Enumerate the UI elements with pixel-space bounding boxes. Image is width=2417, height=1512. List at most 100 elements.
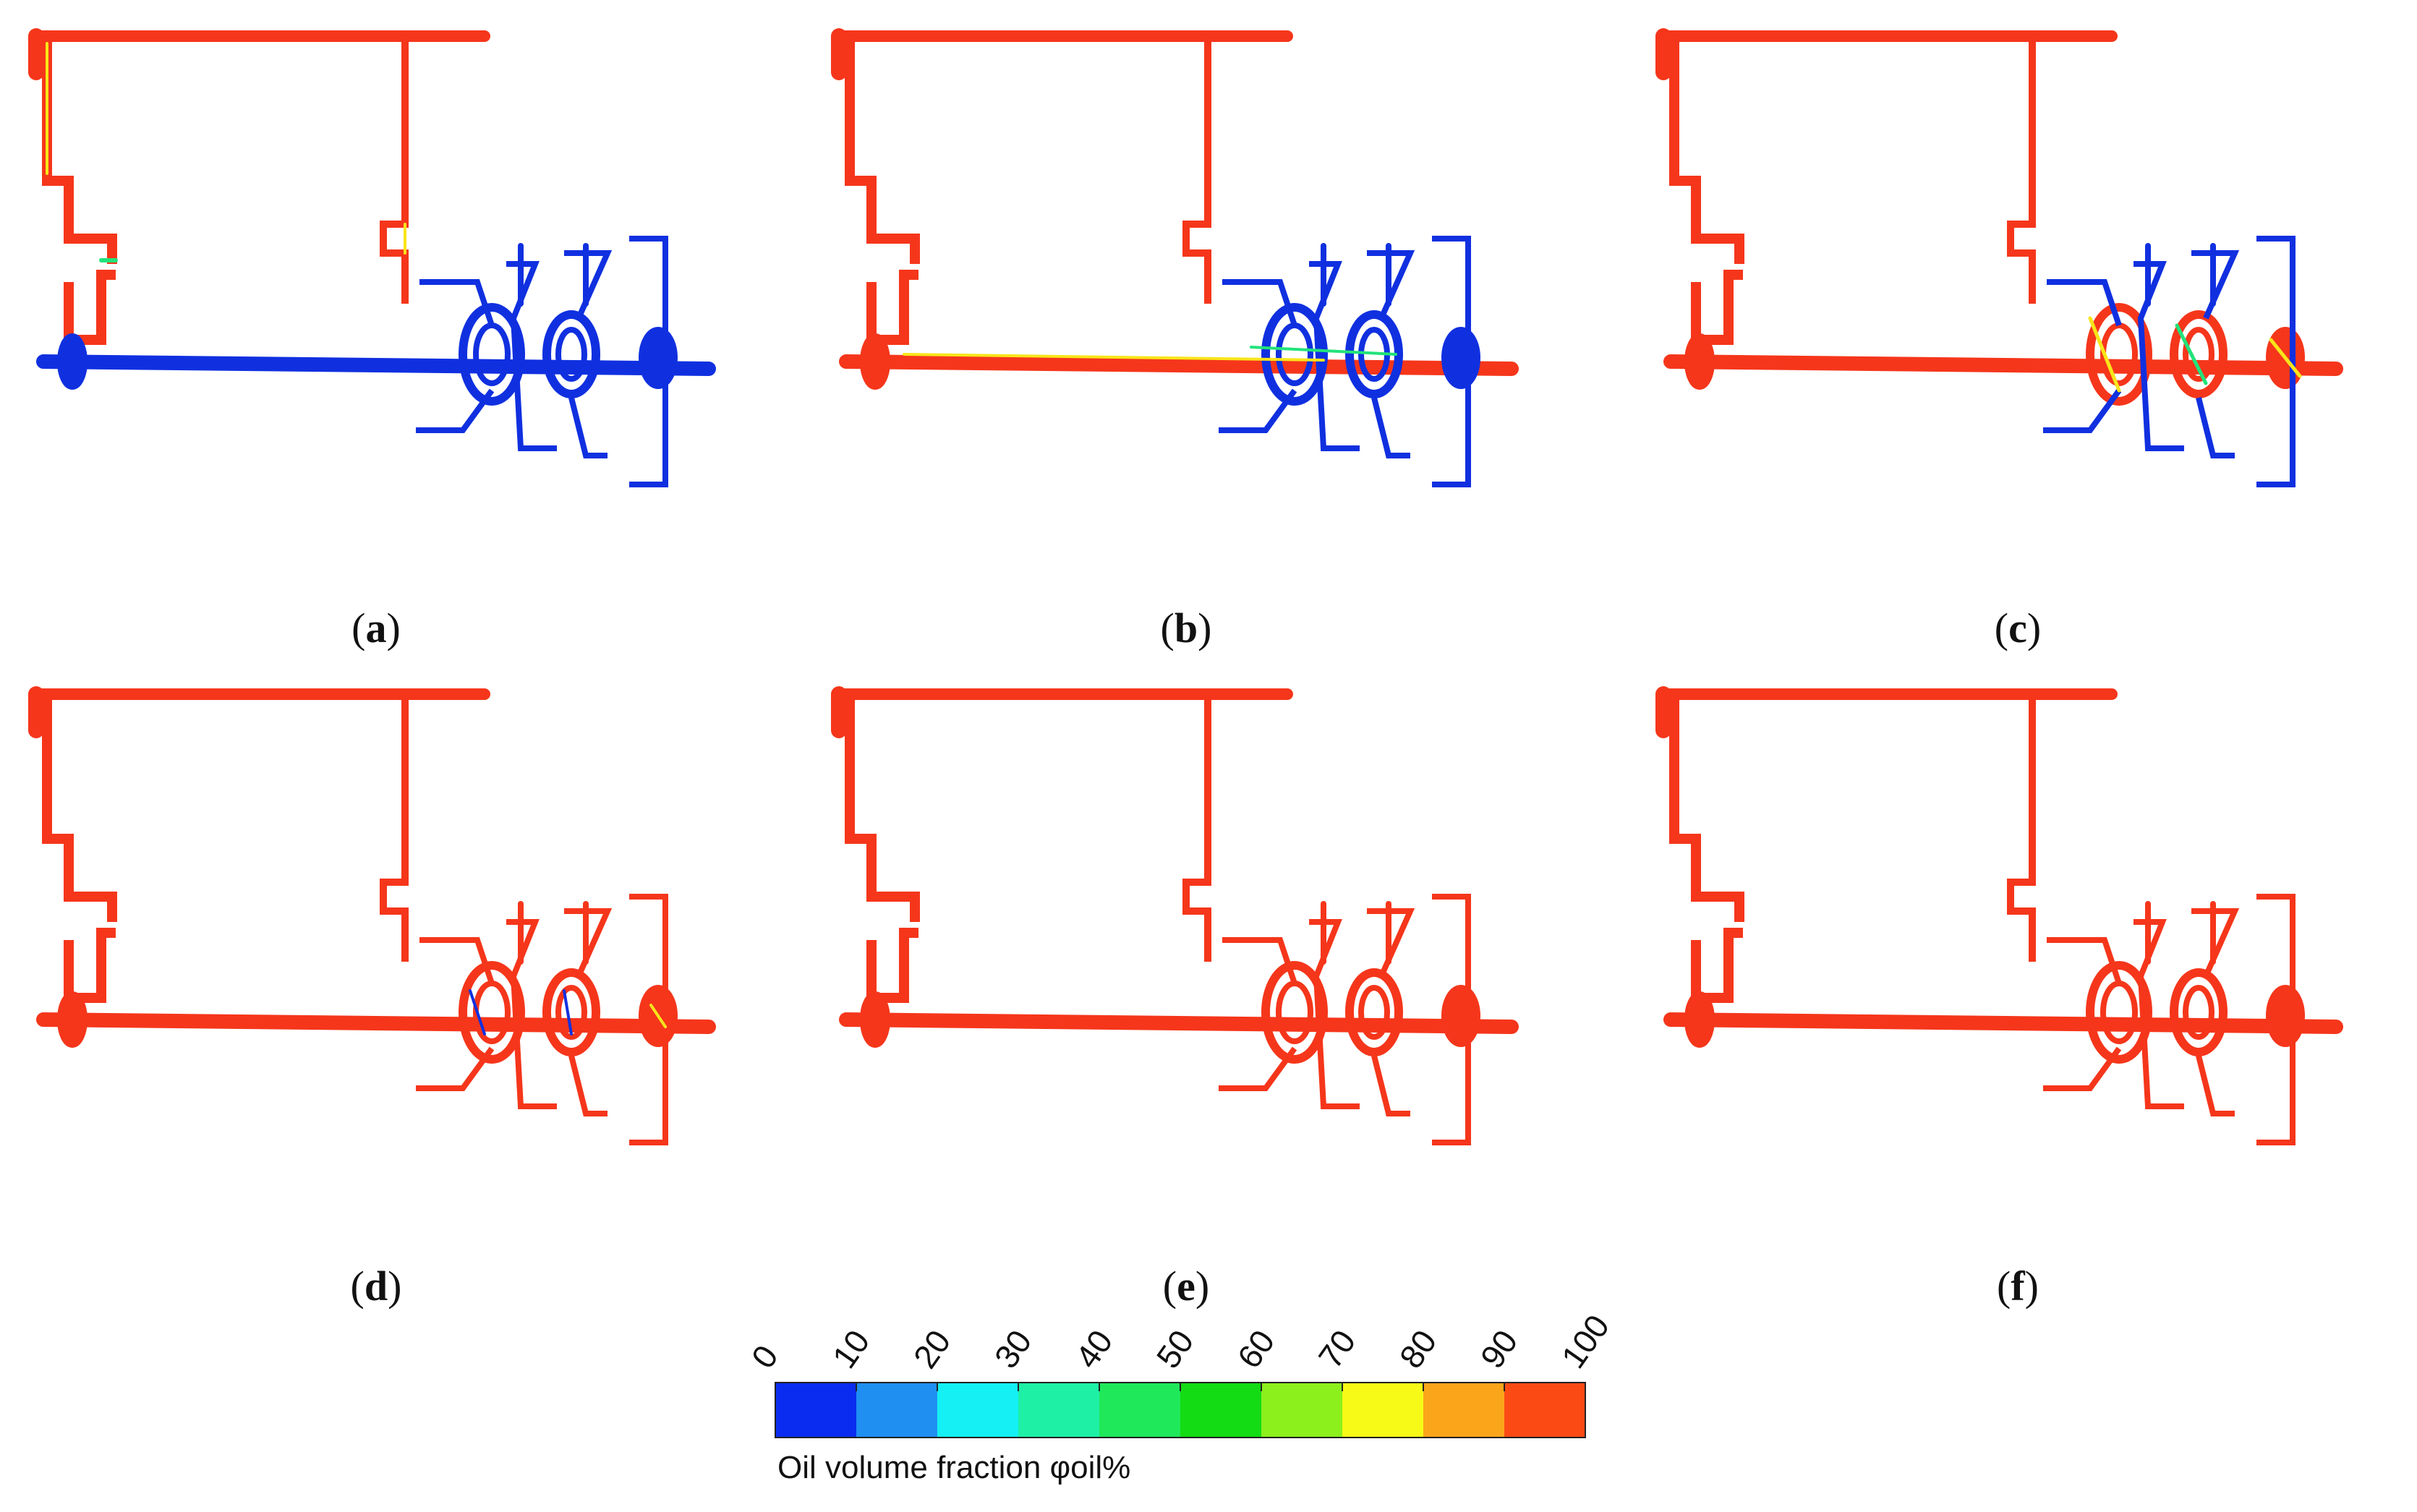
- mix-streak: [563, 989, 573, 1035]
- bearing-1-inner: [1276, 981, 1313, 1044]
- bracket-lower-1: [416, 388, 495, 433]
- bracket-end: [629, 236, 668, 487]
- mix-streak: [1250, 346, 1397, 356]
- bearing-2-inner: [2183, 985, 2214, 1040]
- panel-a: [14, 14, 810, 535]
- right-branch-pipe: [2007, 36, 2036, 304]
- caption-d: (d): [350, 1263, 402, 1310]
- mix-streak: [2269, 338, 2302, 378]
- end-flange: [639, 327, 678, 389]
- mix-streak: [2175, 323, 2208, 385]
- mix-streak: [903, 353, 1325, 362]
- left-branch-pipe: [845, 36, 920, 264]
- mix-streak: [649, 1004, 667, 1028]
- end-flange: [2266, 985, 2305, 1047]
- bracket-end: [2256, 236, 2295, 487]
- colorbar-swatch: [775, 1383, 856, 1438]
- bracket-upper-1: [2047, 279, 2122, 327]
- bearing-1-inner: [1276, 323, 1313, 386]
- left-flange: [860, 333, 890, 390]
- colorbar-tick-label: 90: [1472, 1323, 1525, 1375]
- bracket-lower-3: [568, 1055, 608, 1116]
- bracket-lower-3: [2196, 1055, 2235, 1116]
- panel-f: [1642, 672, 2417, 1193]
- colorbar-swatch: [1342, 1383, 1423, 1438]
- bearing-1-inner: [2100, 323, 2138, 386]
- colorbar-swatch: [1261, 1383, 1342, 1438]
- colorbar-tick-label: 0: [743, 1338, 785, 1375]
- bracket-2: [506, 261, 557, 451]
- bearing-1: [1261, 961, 1328, 1064]
- left-flange: [1684, 333, 1715, 390]
- main-shaft: [36, 354, 716, 376]
- bearing-1-inner: [473, 981, 511, 1044]
- bracket-end: [2256, 894, 2295, 1145]
- bracket-2: [1309, 919, 1360, 1109]
- left-branch-pipe: [845, 694, 920, 922]
- right-branch-pipe: [380, 694, 409, 962]
- left-branch-pipe: [42, 36, 117, 264]
- mix-streak: [2088, 316, 2121, 393]
- colorbar-swatch: [1099, 1383, 1180, 1438]
- bearing-1: [459, 961, 525, 1064]
- caption-a: (a): [351, 605, 401, 652]
- panel-c-diagram: [1655, 28, 2343, 487]
- left-lower-pipe: [866, 270, 918, 345]
- colorbar-swatch: [1018, 1383, 1099, 1438]
- panel-b: [817, 14, 1613, 535]
- bracket-end: [1432, 894, 1471, 1145]
- bearing-2: [1345, 968, 1403, 1056]
- bracket-end: [629, 894, 668, 1145]
- left-flange: [1684, 991, 1715, 1048]
- bracket-upper-1: [1222, 937, 1297, 985]
- panel-e-diagram: [831, 686, 1519, 1145]
- bearing-2-inner: [555, 327, 587, 382]
- bracket-lower-3: [1371, 397, 1410, 458]
- bearing-2: [542, 310, 600, 398]
- left-flange: [860, 991, 890, 1048]
- bracket-lower-1: [2043, 1046, 2122, 1091]
- colorbar-tick-label: 60: [1229, 1323, 1282, 1375]
- panel-d: [14, 672, 810, 1193]
- bearing-2-inner: [555, 985, 587, 1040]
- panel-b-diagram: [831, 28, 1519, 487]
- caption-e: (e): [1162, 1263, 1210, 1310]
- left-branch-pipe: [1669, 694, 1744, 922]
- colorbar-tick-label: 20: [905, 1323, 958, 1375]
- bearing-1: [2086, 961, 2152, 1064]
- colorbar-tick-label: 80: [1391, 1323, 1444, 1375]
- left-lower-pipe: [1691, 270, 1743, 345]
- bracket-2: [2133, 261, 2184, 451]
- bracket-upper-1: [419, 937, 495, 985]
- left-flange: [57, 333, 88, 390]
- bracket-2: [2133, 919, 2184, 1109]
- left-flange: [57, 991, 88, 1048]
- panel-e: [817, 672, 1613, 1193]
- main-shaft: [839, 354, 1519, 376]
- bracket-2: [1309, 261, 1360, 451]
- left-lower-pipe: [64, 928, 116, 1003]
- bearing-1-inner: [2100, 981, 2138, 1044]
- bracket-end: [1432, 236, 1471, 487]
- colorbar-tick-label: 10: [824, 1323, 877, 1375]
- left-branch-pipe: [42, 694, 117, 922]
- bracket-lower-1: [1219, 1046, 1297, 1091]
- right-branch-pipe: [380, 36, 409, 304]
- bracket-lower-1: [2043, 388, 2122, 433]
- bearing-2: [2170, 310, 2228, 398]
- bracket-lower-3: [1371, 1055, 1410, 1116]
- bearing-2-inner: [2183, 327, 2214, 382]
- bracket-upper-1: [1222, 279, 1297, 327]
- right-branch-pipe: [2007, 694, 2036, 962]
- caption-f: (f): [1997, 1263, 2039, 1310]
- left-branch-pipe: [1669, 36, 1744, 264]
- main-shaft: [1663, 354, 2343, 376]
- bearing-1: [1261, 303, 1328, 406]
- panel-c: [1642, 14, 2417, 535]
- left-lower-pipe: [1691, 928, 1743, 1003]
- bracket-lower-3: [2196, 397, 2235, 458]
- bracket-lower-3: [568, 397, 608, 458]
- caption-b: (b): [1160, 605, 1212, 652]
- colorbar-swatch: [937, 1383, 1018, 1438]
- left-lower-pipe: [64, 270, 116, 345]
